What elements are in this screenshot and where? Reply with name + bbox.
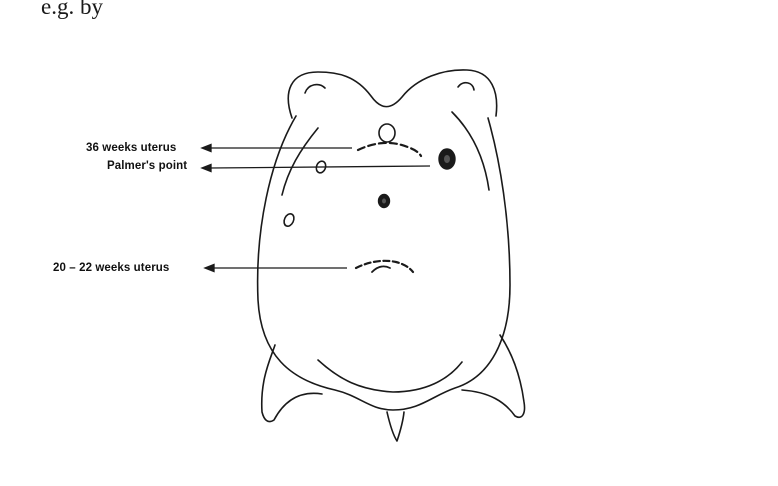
left-nipple xyxy=(305,85,325,93)
arrow-palmers-point xyxy=(210,166,430,168)
inner-left-contour xyxy=(282,128,318,195)
groin xyxy=(387,412,404,441)
right-thigh xyxy=(462,335,525,417)
port-top xyxy=(379,124,395,142)
port-left-lower xyxy=(282,212,296,228)
label-36-weeks-uterus: 36 weeks uterus xyxy=(86,142,176,154)
label-palmers-point: Palmer's point xyxy=(107,160,187,172)
label-20-22-weeks-uterus: 20 – 22 weeks uterus xyxy=(53,262,169,274)
right-nipple xyxy=(458,83,474,90)
lower-fold xyxy=(318,360,462,392)
dashed-arc-20-22-weeks-inner xyxy=(372,266,390,272)
dashed-arc-36-weeks xyxy=(358,143,421,156)
inner-right-contour xyxy=(452,112,489,190)
chest-outline xyxy=(288,70,496,118)
